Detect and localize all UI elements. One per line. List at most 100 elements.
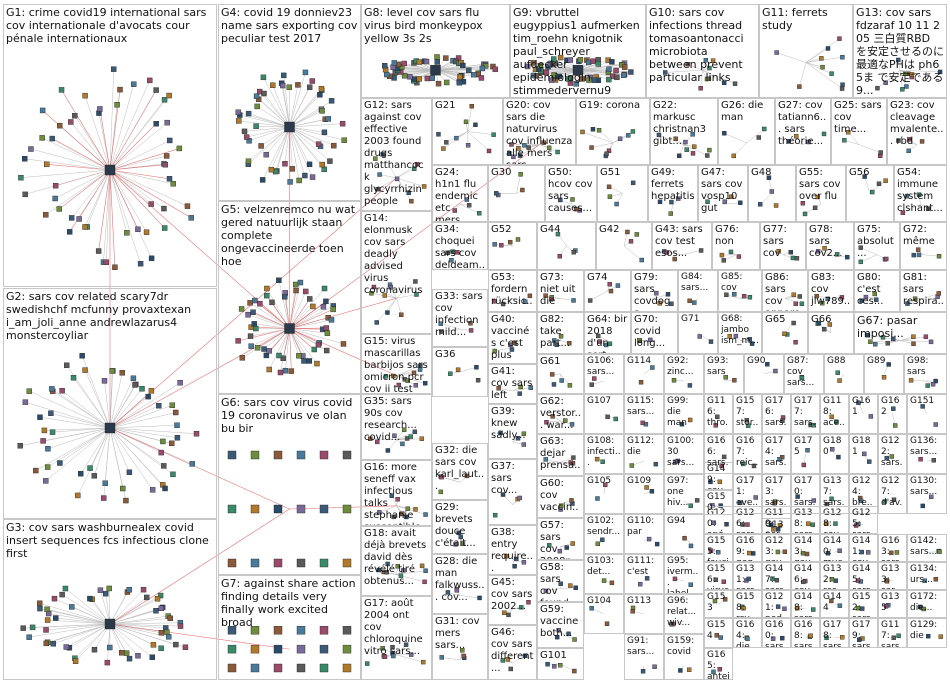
node[interactable] [544,420,549,425]
node[interactable] [884,455,889,461]
node[interactable] [413,507,418,512]
node[interactable] [455,250,460,255]
node[interactable] [554,342,559,347]
node[interactable] [521,431,527,436]
node[interactable] [707,147,712,153]
node[interactable] [512,564,517,569]
node[interactable] [243,134,250,140]
group-panel-g67[interactable]: G67: pasar imposi... [854,312,947,354]
node[interactable] [22,191,28,198]
group-panel-g148[interactable]: G148: sars... [791,590,820,618]
group-panel-g51[interactable]: G51 [597,165,648,222]
node[interactable] [454,135,459,141]
node[interactable] [443,55,449,61]
node[interactable] [884,256,889,262]
node[interactable] [389,493,394,498]
group-panel-g179[interactable]: G179: sars... [849,618,878,648]
node[interactable] [26,634,32,640]
node[interactable] [837,603,843,608]
node[interactable] [509,142,514,147]
group-panel-g173[interactable]: G173: sars... [762,474,791,514]
node[interactable] [130,375,137,381]
node[interactable] [868,339,873,344]
node[interactable] [766,175,772,180]
node[interactable] [273,626,283,635]
node[interactable] [101,378,108,384]
group-panel-g94[interactable]: G94 [664,514,704,554]
node[interactable] [293,287,299,294]
node[interactable] [565,76,572,82]
node[interactable] [396,382,401,388]
node[interactable] [391,373,396,379]
group-panel-g33[interactable]: G33: sars cov infection mild... [432,289,488,347]
node[interactable] [284,323,295,334]
node[interactable] [867,459,872,464]
group-panel-g131[interactable]: G131: sars... [733,562,762,590]
node[interactable] [580,129,585,135]
node[interactable] [423,58,430,65]
group-panel-g79[interactable]: G79: sars covdogs overflo... [631,270,678,312]
node[interactable] [698,86,703,91]
node[interactable] [441,146,446,151]
node[interactable] [109,368,115,374]
node[interactable] [548,297,554,302]
node[interactable] [259,177,266,183]
node[interactable] [448,371,453,376]
group-panel-g77[interactable]: G77: sars cov [760,222,806,270]
node[interactable] [911,252,916,258]
node[interactable] [263,151,269,158]
node[interactable] [62,585,69,592]
node[interactable] [615,283,621,288]
node[interactable] [775,527,781,532]
node[interactable] [496,386,501,391]
node[interactable] [822,327,827,332]
node[interactable] [858,259,864,265]
node[interactable] [528,385,534,390]
node[interactable] [604,151,609,156]
node[interactable] [413,383,419,388]
node[interactable] [654,541,660,547]
node[interactable] [167,137,173,144]
node[interactable] [72,113,78,119]
node[interactable] [444,140,449,145]
node[interactable] [687,417,693,423]
node[interactable] [589,145,594,150]
node[interactable] [456,80,463,86]
node[interactable] [629,463,635,468]
node[interactable] [837,378,842,383]
node[interactable] [870,189,875,195]
node[interactable] [705,199,710,204]
node[interactable] [925,633,931,639]
node[interactable] [711,669,716,675]
node[interactable] [87,465,93,471]
node[interactable] [517,495,522,501]
node[interactable] [376,567,382,573]
group-panel-g166[interactable]: G166: sars... [704,434,733,474]
node[interactable] [765,362,770,367]
node[interactable] [270,82,276,88]
node[interactable] [600,459,605,464]
group-panel-g95[interactable]: G95: iverm... label... [664,554,704,594]
node[interactable] [793,339,798,345]
node[interactable] [409,198,414,204]
node[interactable] [685,62,691,67]
node[interactable] [327,158,333,164]
node[interactable] [276,277,282,283]
node[interactable] [325,116,331,122]
node[interactable] [782,606,787,612]
node[interactable] [59,388,65,394]
node[interactable] [57,122,63,129]
node[interactable] [744,418,749,423]
group-panel-g132[interactable]: G132: res... [820,562,849,590]
node[interactable] [591,77,598,83]
node[interactable] [49,429,56,435]
group-panel-g10[interactable]: G10: sars cov infections thread tomasoan… [646,4,759,98]
node[interactable] [883,604,889,609]
group-panel-g118[interactable]: G118: ace... [820,394,849,434]
node[interactable] [594,456,600,462]
node[interactable] [154,596,161,602]
node[interactable] [82,224,88,230]
node[interactable] [786,139,792,144]
node[interactable] [188,215,194,221]
node[interactable] [842,138,847,143]
